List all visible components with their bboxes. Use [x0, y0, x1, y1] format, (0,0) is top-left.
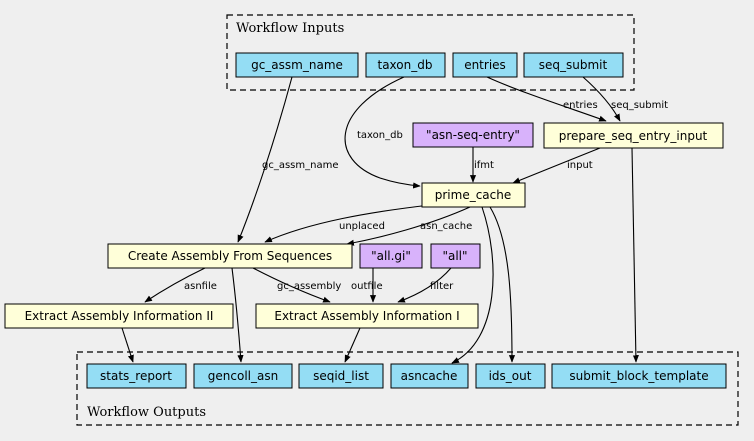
node-label-create-assembly: Create Assembly From Sequences	[128, 249, 332, 263]
node-label-extract-ii: Extract Assembly Information II	[25, 309, 214, 323]
edge-label-seq-submit: seq_submit	[611, 100, 668, 111]
node-label-ids-out: ids_out	[489, 369, 532, 383]
node-extract-i[interactable]: Extract Assembly Information I	[255, 303, 479, 329]
node-label-prime-cache: prime_cache	[435, 188, 512, 202]
edge-label-ifmt: ifmt	[474, 160, 494, 171]
node-label-seqid-list: seqid_list	[313, 369, 369, 383]
node-create-assembly[interactable]: Create Assembly From Sequences	[107, 243, 353, 269]
node-label-submit-block-template: submit_block_template	[569, 369, 708, 383]
node-label-taxon-db: taxon_db	[378, 58, 433, 72]
edge-gc-assm-name	[237, 76, 293, 243]
edge-seq-submit	[582, 76, 621, 122]
node-gc-assm-name[interactable]: gc_assm_name	[235, 52, 359, 78]
node-label-seq-submit: seq_submit	[539, 58, 608, 72]
node-all-gi[interactable]: "all.gi"	[359, 243, 423, 269]
node-gencoll-asn[interactable]: gencoll_asn	[193, 363, 293, 389]
node-submit-block-template[interactable]: submit_block_template	[551, 363, 727, 389]
edge-input	[512, 147, 601, 184]
node-prepare-seq-entry-input[interactable]: prepare_seq_entry_input	[543, 122, 724, 149]
node-stats-report[interactable]: stats_report	[86, 363, 187, 389]
node-label-asncache: asncache	[401, 369, 458, 383]
edge-to-asncache	[451, 206, 494, 364]
edge-label-gc-assm-name: gc_assm_name	[262, 160, 339, 171]
edge-unplaced	[264, 204, 431, 243]
edge-to-stats-report	[121, 327, 134, 363]
edge-to-seqid-list	[344, 327, 361, 363]
edge-entries	[486, 76, 607, 122]
edge-label-filter: filter	[430, 281, 454, 292]
edge-taxon-db	[344, 76, 421, 189]
node-label-all-gi: "all.gi"	[371, 249, 411, 263]
edge-label-asnfile: asnfile	[184, 281, 217, 292]
edge-to-ids-out	[489, 206, 516, 363]
edge-gc-assembly	[252, 267, 331, 303]
node-label-extract-i: Extract Assembly Information I	[274, 309, 459, 323]
edge-label-input: input	[567, 160, 593, 171]
node-seqid-list[interactable]: seqid_list	[298, 363, 384, 389]
node-label-stats-report: stats_report	[100, 369, 172, 383]
edge-label-asn-cache: asn_cache	[420, 221, 472, 232]
edge-to-submit-block-template	[631, 147, 639, 363]
edge-label-outfile: outfile	[351, 281, 383, 292]
node-asn-seq-entry[interactable]: "asn-seq-entry"	[412, 122, 534, 148]
node-label-gc-assm-name: gc_assm_name	[251, 58, 343, 72]
node-prime-cache[interactable]: prime_cache	[421, 182, 526, 208]
workflow-inputs-cluster: Workflow Inputs	[226, 14, 635, 91]
node-extract-ii[interactable]: Extract Assembly Information II	[4, 303, 234, 329]
node-taxon-db[interactable]: taxon_db	[365, 52, 446, 78]
edge-to-gencoll-asn	[231, 267, 244, 363]
node-seq-submit[interactable]: seq_submit	[523, 52, 624, 78]
node-label-entries: entries	[464, 58, 506, 72]
edge-label-gc-assembly: gc_assembly	[277, 281, 341, 292]
workflow-outputs-cluster: Workflow Outputs	[76, 351, 739, 426]
edge-filter	[397, 267, 452, 303]
node-asncache[interactable]: asncache	[390, 363, 469, 389]
edge-asnfile	[144, 267, 206, 303]
edge-label-entries: entries	[563, 100, 598, 111]
workflow-outputs-title: Workflow Outputs	[87, 405, 206, 420]
node-label-asn-seq-entry: "asn-seq-entry"	[426, 128, 520, 142]
workflow-inputs-title: Workflow Inputs	[236, 21, 344, 36]
node-label-all: "all"	[442, 249, 467, 263]
node-label-gencoll-asn: gencoll_asn	[208, 369, 278, 383]
edge-asn-cache	[346, 206, 471, 246]
node-all[interactable]: "all"	[430, 243, 481, 269]
node-entries[interactable]: entries	[452, 52, 518, 78]
node-ids-out[interactable]: ids_out	[475, 363, 546, 389]
edge-label-unplaced: unplaced	[339, 221, 385, 232]
node-label-prepare-seq-entry-input: prepare_seq_entry_input	[559, 129, 708, 143]
edge-label-taxon-db: taxon_db	[357, 130, 403, 141]
